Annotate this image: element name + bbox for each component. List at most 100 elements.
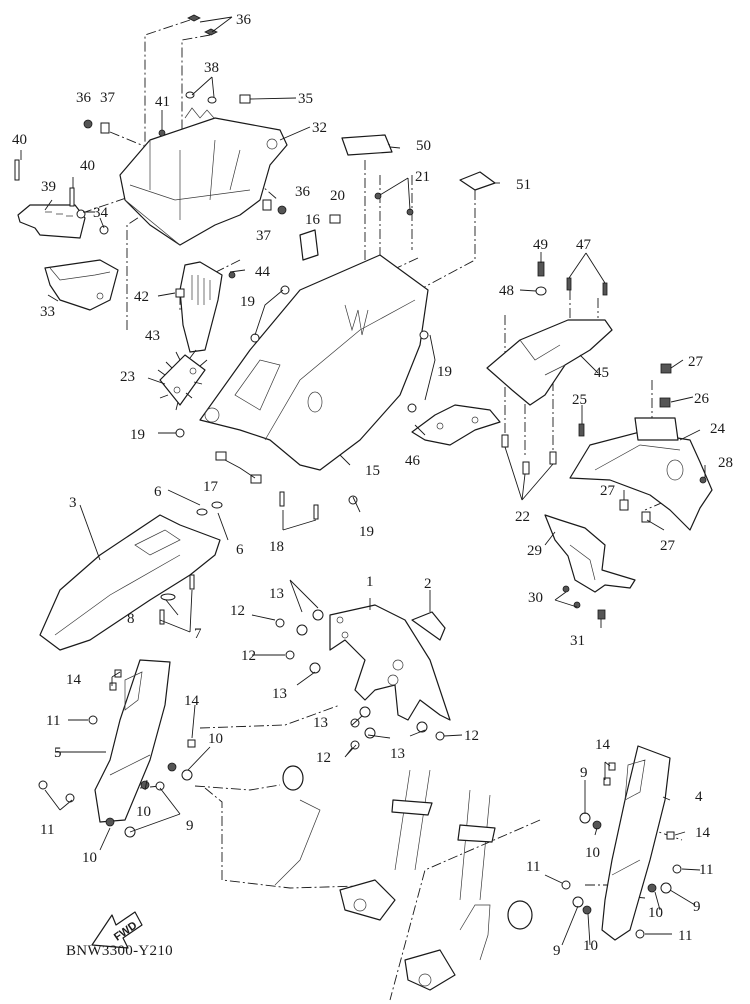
callout-11: 11	[46, 713, 60, 729]
callout-9: 9	[693, 899, 701, 915]
callout-10: 10	[583, 938, 598, 954]
callout-1: 1	[366, 574, 374, 590]
callout-13: 13	[269, 586, 284, 602]
part-4-right-fork-cover	[601, 745, 671, 941]
leader-lines	[20, 16, 706, 946]
part-1-fender-bracket	[329, 604, 451, 721]
part-20-nut	[329, 214, 341, 224]
part-45-rear-bracket	[486, 319, 613, 406]
callout-19: 19	[240, 294, 255, 310]
drawing-code: BNW3300-Y210	[66, 943, 173, 959]
callout-25: 25	[572, 392, 587, 408]
callout-30: 30	[528, 590, 543, 606]
callout-49: 49	[533, 237, 548, 253]
part-32-battery-box	[119, 107, 288, 246]
callout-13: 13	[313, 715, 328, 731]
callout-21: 21	[415, 169, 430, 185]
callout-45: 45	[594, 365, 609, 381]
callout-28: 28	[718, 455, 733, 471]
callout-24: 24	[710, 421, 726, 437]
callout-26: 26	[694, 391, 710, 407]
callout-27: 27	[600, 483, 616, 499]
part-15-rear-inner-fender	[199, 254, 429, 471]
callout-12: 12	[241, 648, 256, 664]
callout-17: 17	[203, 479, 219, 495]
callout-14: 14	[595, 737, 611, 753]
callout-10: 10	[136, 804, 151, 820]
callout-51: 51	[516, 177, 531, 193]
callout-27: 27	[688, 354, 704, 370]
callout-4: 4	[695, 789, 703, 805]
callout-27: 27	[660, 538, 676, 554]
callout-labels: 36 38 36 37 41 35 32 40 40 39 34 33 36 3…	[12, 12, 733, 959]
part-29-lower-bracket	[544, 514, 636, 593]
callout-11: 11	[678, 928, 692, 944]
callout-13: 13	[390, 746, 405, 762]
callout-11: 11	[40, 822, 54, 838]
callout-10: 10	[82, 850, 97, 866]
callout-33: 33	[40, 304, 55, 320]
part-23-spiked-plate	[157, 349, 208, 411]
part-43-inner-panel	[179, 261, 223, 353]
callout-12: 12	[464, 728, 479, 744]
part-39-bracket	[17, 204, 86, 239]
fork-assemblies	[274, 765, 533, 991]
callout-13: 13	[272, 686, 287, 702]
callout-40: 40	[12, 132, 27, 148]
part-2-decal	[411, 611, 446, 641]
callout-42: 42	[134, 289, 149, 305]
part-3-front-fender	[39, 514, 221, 651]
callout-14: 14	[184, 693, 200, 709]
callout-6: 6	[154, 484, 162, 500]
callout-10: 10	[585, 845, 600, 861]
callout-37: 37	[100, 90, 116, 106]
callout-9: 9	[553, 943, 561, 959]
callout-31: 31	[570, 633, 585, 649]
callout-19: 19	[130, 427, 145, 443]
callout-3: 3	[69, 495, 77, 511]
callout-11: 11	[526, 859, 540, 875]
callout-16: 16	[305, 212, 321, 228]
part-46-plate	[411, 404, 501, 446]
callout-35: 35	[298, 91, 313, 107]
callout-44: 44	[255, 264, 271, 280]
callout-14: 14	[695, 825, 711, 841]
callout-18: 18	[269, 539, 284, 555]
callout-19: 19	[359, 524, 374, 540]
callout-8: 8	[127, 611, 135, 627]
callout-9: 9	[580, 765, 588, 781]
part-33-tray	[44, 259, 119, 311]
callout-40: 40	[80, 158, 95, 174]
callout-47: 47	[576, 237, 592, 253]
callout-36: 36	[295, 184, 311, 200]
callout-7: 7	[194, 626, 202, 642]
callout-10: 10	[208, 731, 223, 747]
callout-39: 39	[41, 179, 56, 195]
callout-6: 6	[236, 542, 244, 558]
callout-10: 10	[648, 905, 663, 921]
callout-5: 5	[54, 745, 62, 761]
callout-32: 32	[312, 120, 327, 136]
callout-29: 29	[527, 543, 542, 559]
callout-50: 50	[416, 138, 431, 154]
callout-23: 23	[120, 369, 135, 385]
callout-20: 20	[330, 188, 345, 204]
callout-2: 2	[424, 576, 432, 592]
callout-34: 34	[93, 205, 109, 221]
callout-36: 36	[236, 12, 252, 28]
callout-11: 11	[699, 862, 713, 878]
callout-43: 43	[145, 328, 160, 344]
part-16-clip	[299, 229, 319, 261]
part-24-tail-bracket	[569, 417, 713, 531]
callout-36: 36	[76, 90, 92, 106]
callout-9: 9	[186, 818, 194, 834]
callout-38: 38	[204, 60, 219, 76]
callout-14: 14	[66, 672, 82, 688]
callout-37: 37	[256, 228, 272, 244]
callout-46: 46	[405, 453, 421, 469]
callout-15: 15	[365, 463, 380, 479]
callout-12: 12	[230, 603, 245, 619]
callout-41: 41	[155, 94, 170, 110]
callout-48: 48	[499, 283, 514, 299]
